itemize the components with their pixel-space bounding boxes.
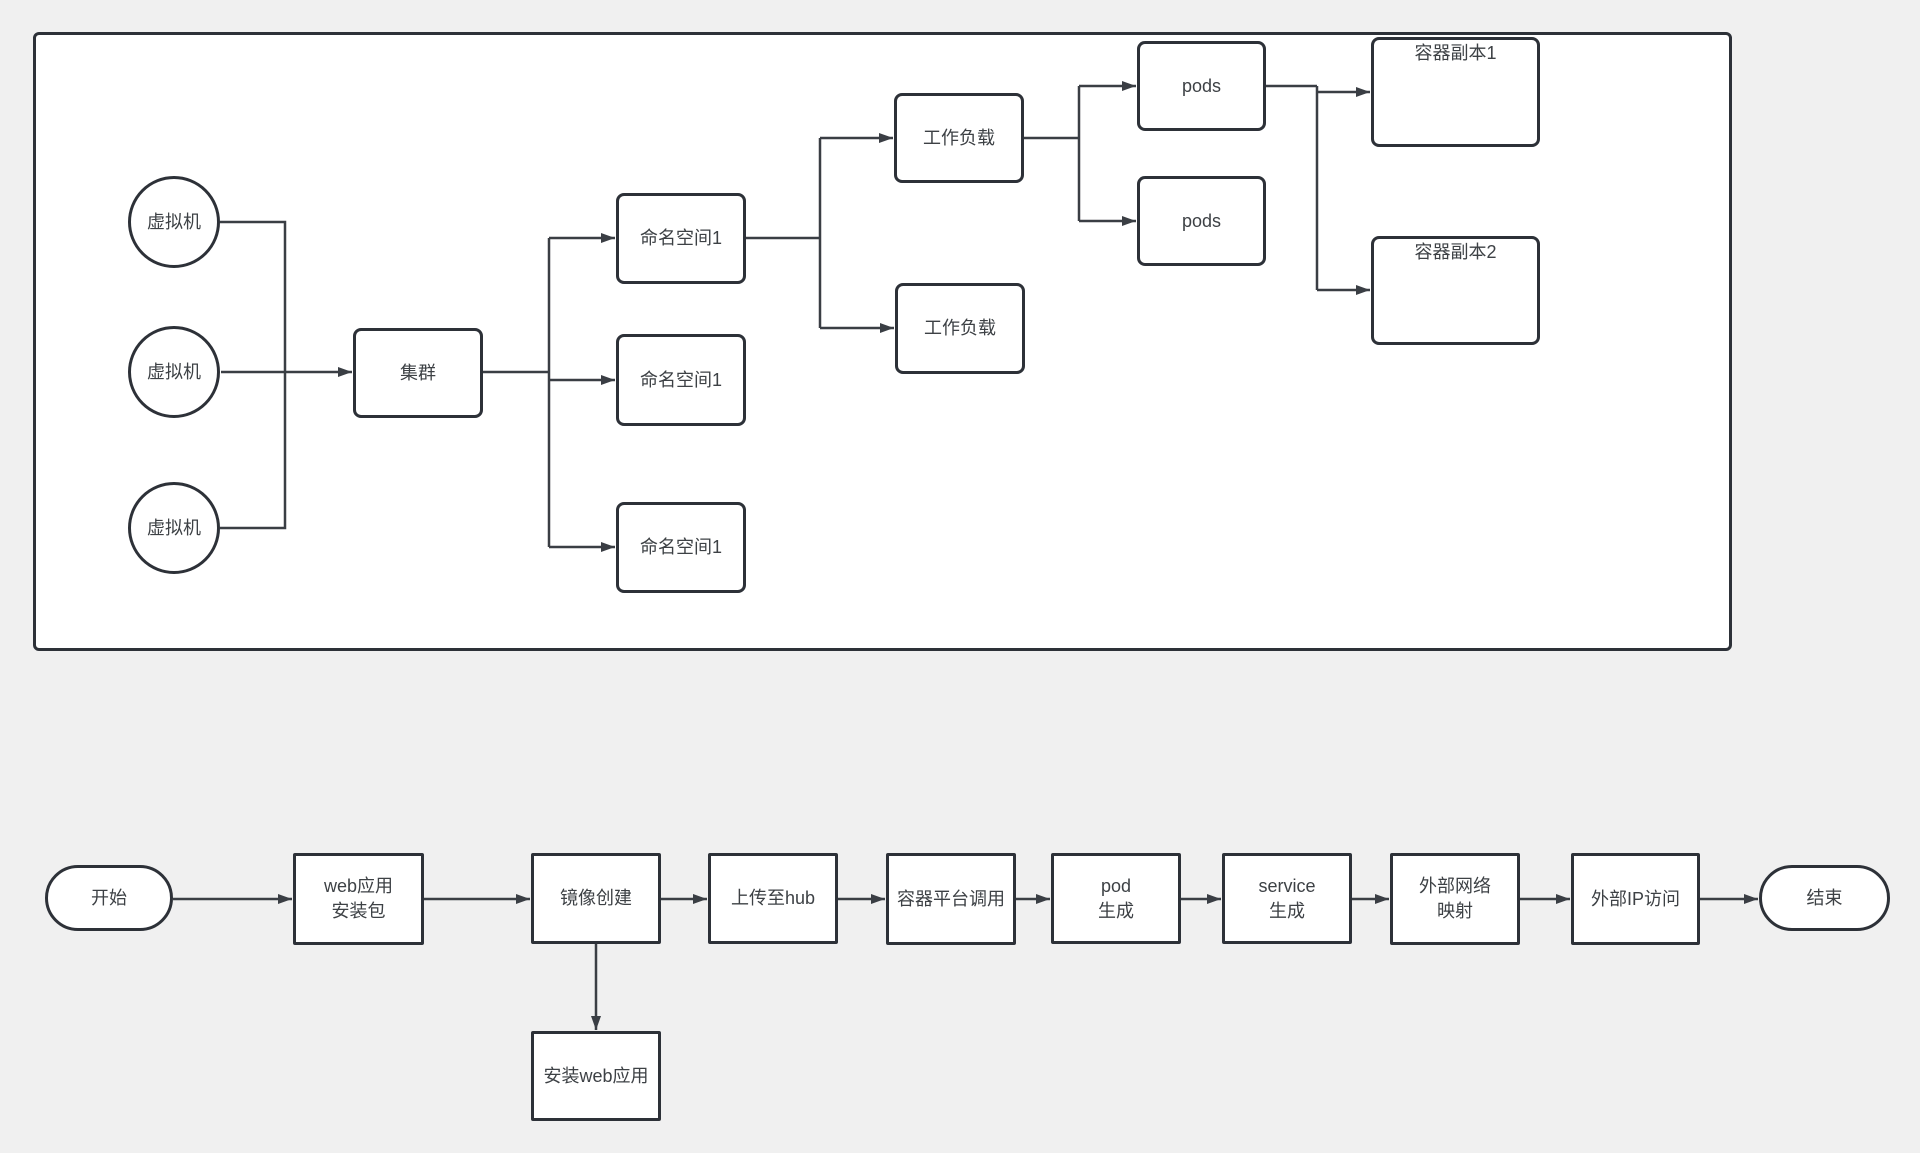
vm-node-3-label: 虚拟机 (147, 517, 201, 538)
flow-web-package-line1: web应用 (323, 876, 394, 896)
workload-node-1: 工作负载 (894, 93, 1024, 183)
container-replica-node-1-label: 容器副本1 (1414, 43, 1497, 63)
workload-node-2: 工作负载 (895, 283, 1025, 374)
flow-platform-call-label: 容器平台调用 (897, 888, 1005, 909)
flow-external-ip-node: 外部IP访问 (1571, 853, 1700, 945)
vm-node-2-label: 虚拟机 (147, 361, 201, 382)
vm-node-1-label: 虚拟机 (147, 211, 201, 232)
namespace-node-2: 命名空间1 (616, 334, 746, 426)
vm-node-1: 虚拟机 (128, 176, 220, 268)
pods-node-2-label: pods (1181, 210, 1222, 231)
cluster-node: 集群 (353, 328, 483, 418)
flow-service-generate-line1: service (1258, 875, 1316, 896)
container-replica-node-2-label: 容器副本2 (1414, 242, 1497, 262)
pods-node-1-label: pods (1181, 75, 1222, 96)
flow-service-generate-node: service 生成 (1222, 853, 1352, 944)
flow-pod-generate-line2: 生成 (1098, 900, 1134, 921)
flow-service-generate-label: service 生成 (1258, 874, 1315, 924)
flow-end-node: 结束 (1759, 865, 1890, 931)
flow-end-label: 结束 (1806, 887, 1843, 908)
flow-install-web-label: 安装web应用 (543, 1065, 649, 1086)
container-replica-node-2: 容器副本2 (1371, 236, 1540, 345)
workload-node-2-label: 工作负载 (924, 318, 996, 338)
namespace-node-1-label: 命名空间1 (639, 228, 722, 248)
flow-web-package-label: web应用 安装包 (324, 874, 393, 924)
flow-external-network-node: 外部网络 映射 (1390, 853, 1520, 945)
flow-platform-call-node: 容器平台调用 (886, 853, 1016, 945)
pods-node-1: pods (1137, 41, 1266, 131)
pods-node-2: pods (1137, 176, 1266, 266)
workload-node-1-label: 工作负载 (923, 127, 995, 148)
flow-external-ip-label: 外部IP访问 (1590, 888, 1680, 909)
cluster-node-label: 集群 (400, 362, 436, 383)
flow-web-package-line2: 安装包 (331, 901, 386, 921)
flow-web-package-node: web应用 安装包 (293, 853, 424, 945)
flow-pod-generate-line1: pod (1100, 875, 1132, 896)
flow-upload-hub-label: 上传至hub (730, 888, 816, 908)
flow-pod-generate-label: pod 生成 (1098, 874, 1134, 924)
flow-external-network-line1: 外部网络 (1419, 876, 1491, 896)
vm-node-3: 虚拟机 (128, 482, 220, 574)
flow-external-network-label: 外部网络 映射 (1419, 874, 1491, 924)
flow-image-create-node: 镜像创建 (531, 853, 661, 944)
flow-start-label: 开始 (91, 887, 127, 908)
namespace-node-1: 命名空间1 (616, 193, 746, 284)
namespace-node-3: 命名空间1 (616, 502, 746, 593)
flow-service-generate-line2: 生成 (1268, 900, 1305, 921)
flow-external-network-line2: 映射 (1437, 901, 1473, 921)
flow-upload-hub-node: 上传至hub (708, 853, 838, 944)
vm-node-2: 虚拟机 (128, 326, 220, 418)
flow-image-create-label: 镜像创建 (560, 888, 632, 908)
container-replica-node-1: 容器副本1 (1371, 37, 1540, 147)
flow-install-web-node: 安装web应用 (531, 1031, 661, 1121)
flow-pod-generate-node: pod 生成 (1051, 853, 1181, 944)
flow-start-node: 开始 (45, 865, 173, 931)
namespace-node-2-label: 命名空间1 (639, 369, 722, 390)
namespace-node-3-label: 命名空间1 (639, 537, 722, 557)
